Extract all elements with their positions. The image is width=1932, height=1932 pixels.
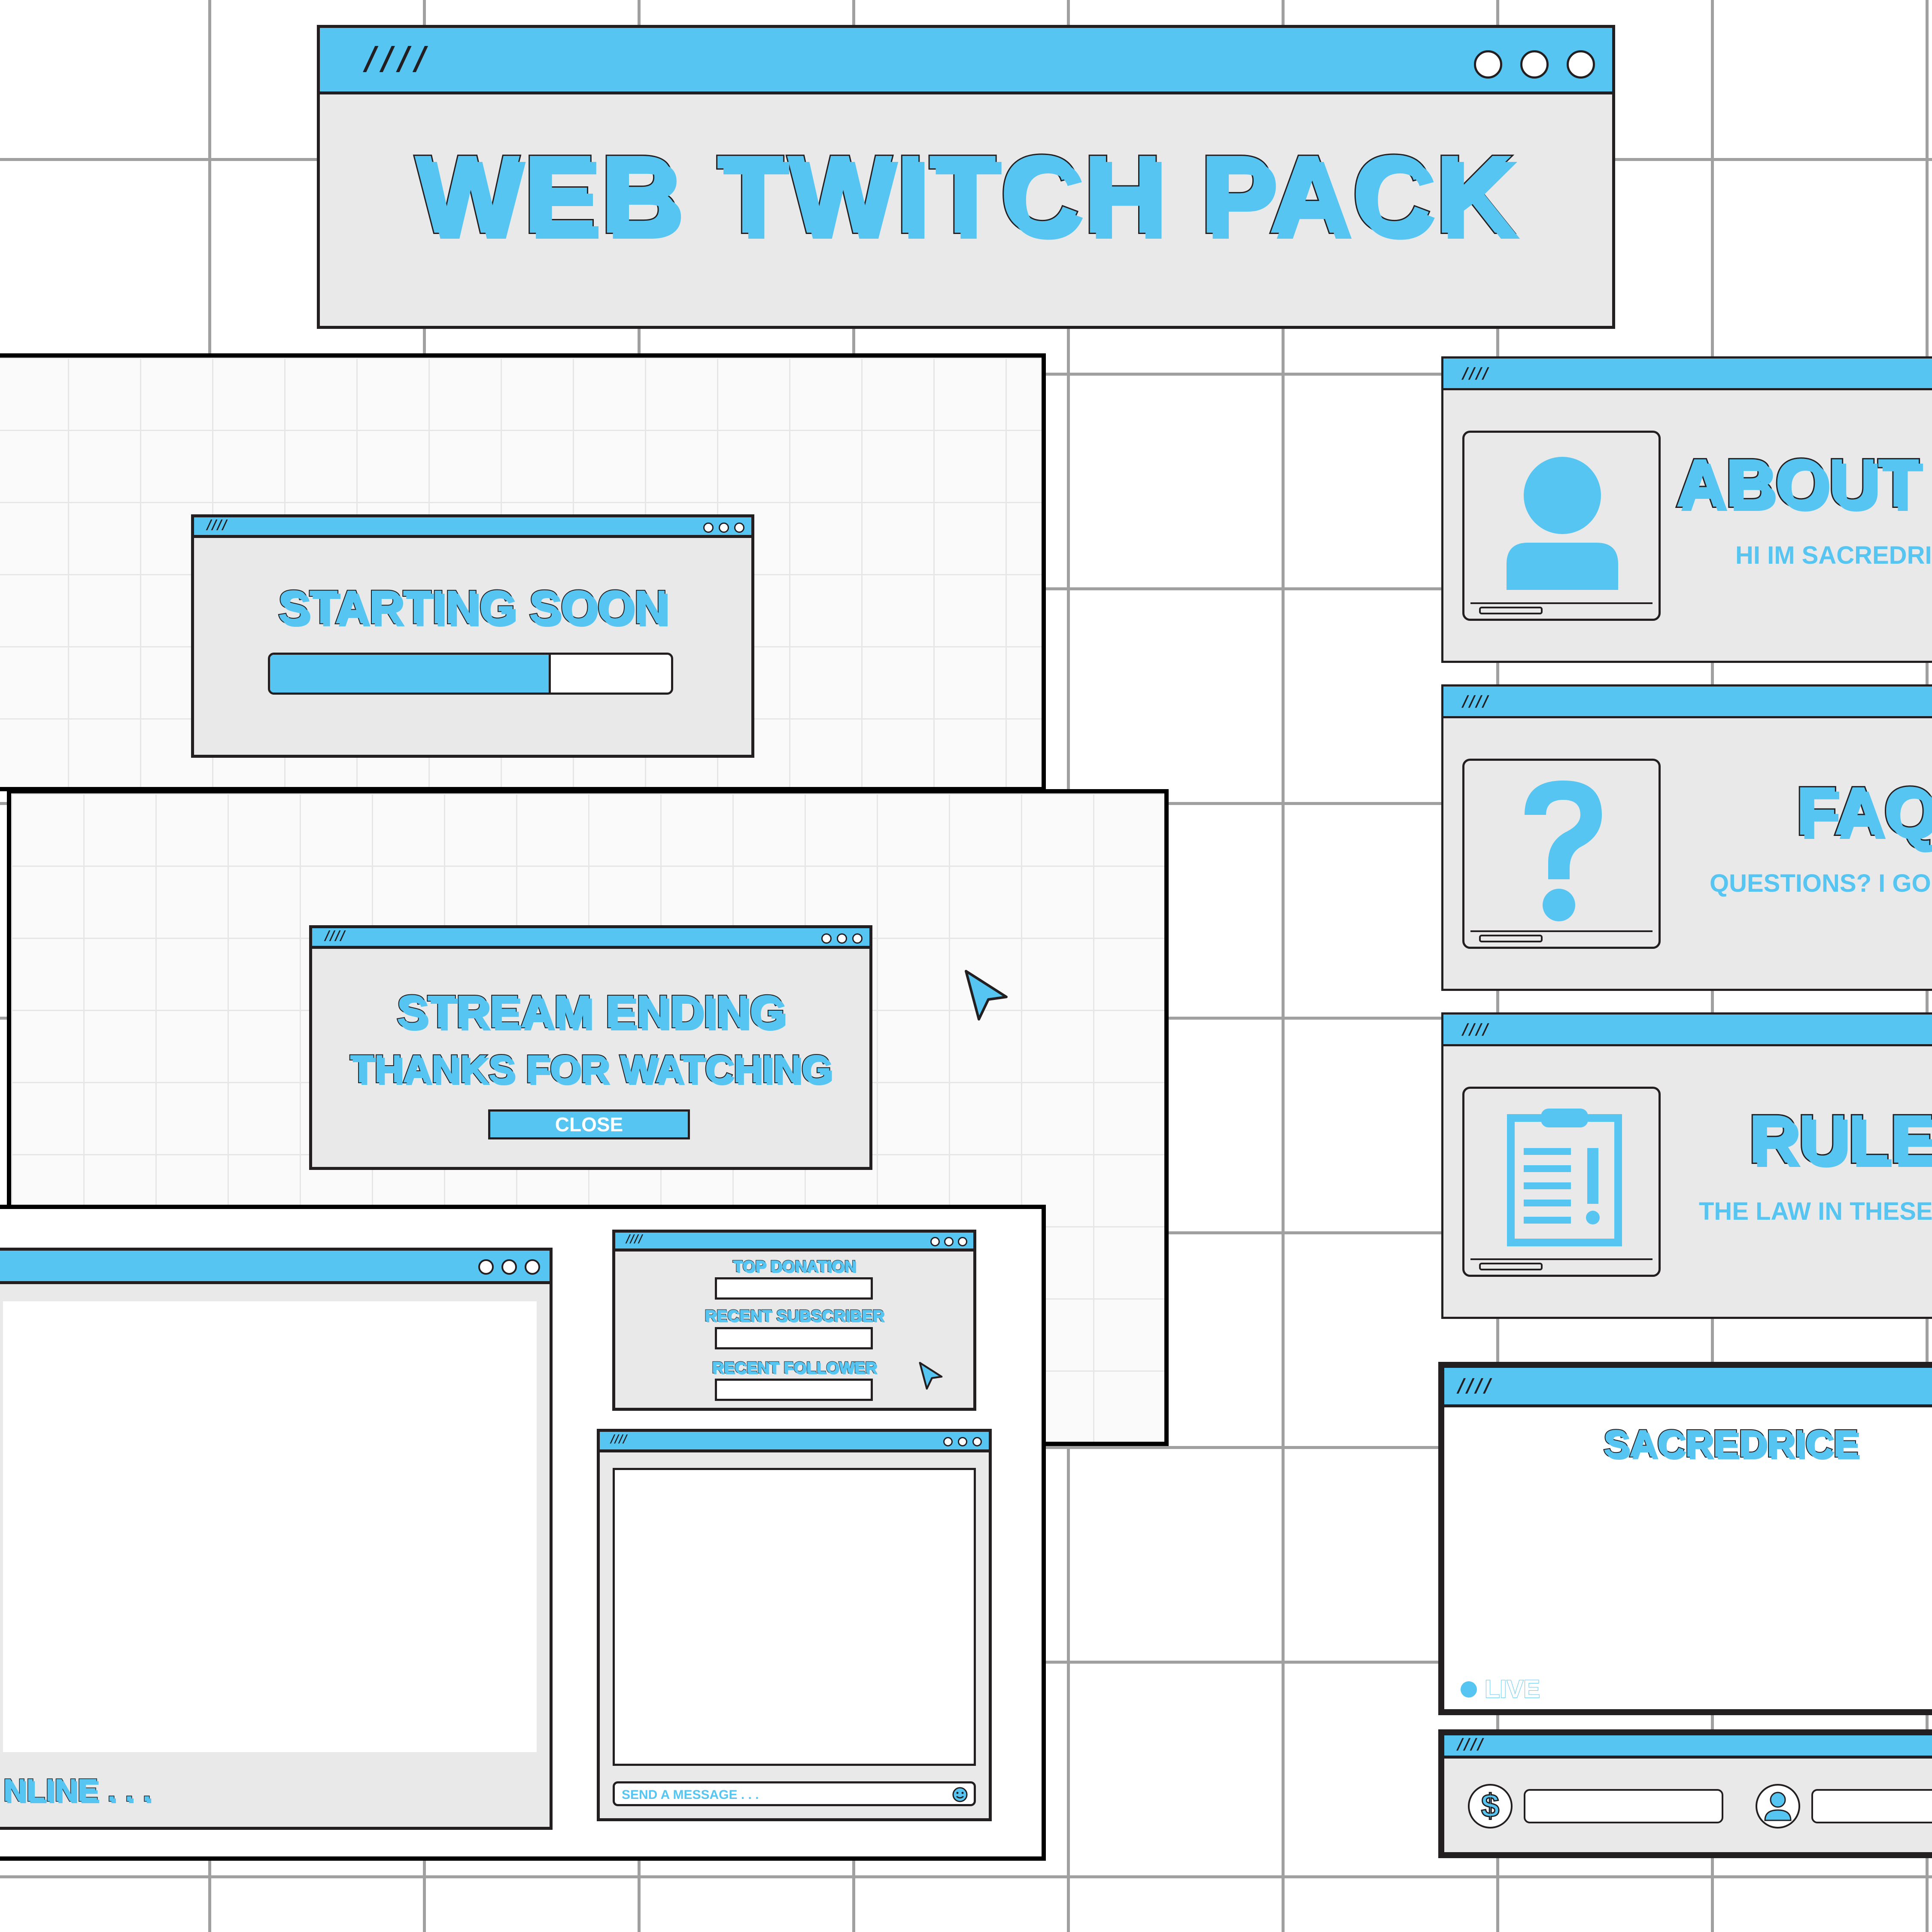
recent-follower-field (715, 1379, 873, 1401)
chat-input[interactable]: SEND A MESSAGE . . . (613, 1781, 976, 1806)
hatch-icon: //// (1455, 1735, 1485, 1753)
window-dots-icon[interactable] (943, 1437, 982, 1446)
svg-text:$: $ (1481, 1788, 1499, 1824)
cursor-icon (919, 1362, 943, 1390)
follower-field (1811, 1789, 1932, 1823)
progress-bar (268, 653, 673, 695)
about-title: ABOUT (1674, 444, 1921, 521)
webcam-window: NLINE . . . (0, 1248, 553, 1830)
stream-ending-scene: //// STREAM ENDING THANKS FOR WATCHING C… (7, 789, 1169, 1446)
window-dots-icon[interactable] (703, 522, 744, 533)
progress-fill (270, 655, 551, 693)
stream-ending-subtitle: THANKS FOR WATCHING (349, 1047, 833, 1091)
question-icon (1525, 781, 1602, 921)
faq-title: FAQ (1794, 772, 1932, 849)
user-icon (1756, 1784, 1800, 1829)
chat-placeholder: SEND A MESSAGE . . . (622, 1788, 759, 1802)
starting-soon-window: //// STARTING SOON (191, 514, 754, 758)
profile-window: //// SACREDRICE LIVE (1438, 1362, 1932, 1715)
starting-soon-title: STARTING SOON (277, 581, 669, 634)
hatch-icon: //// (323, 928, 346, 943)
hatch-icon: //// (1461, 365, 1490, 382)
cursor-icon (965, 970, 1008, 1021)
donation-bar-window: //// $ (1438, 1729, 1932, 1858)
title-bar: //// (320, 28, 1612, 94)
faq-thumbnail (1462, 759, 1661, 949)
close-button[interactable]: CLOSE (488, 1109, 690, 1139)
stream-ending-title: STREAM ENDING (395, 985, 786, 1037)
rules-thumbnail (1462, 1087, 1661, 1277)
alert-label-recent-follower: RECENT FOLLOWER (711, 1359, 877, 1377)
main-title: WEB TWITCH PACK (413, 132, 1518, 257)
window-dots-icon[interactable] (478, 1259, 540, 1275)
panel-rules: //// RULES THE LAW IN THESE (1441, 1012, 1932, 1319)
top-donation-field (715, 1277, 873, 1300)
overlay-scene: NLINE . . . //// TOP DONATION RECENT SUB… (0, 1205, 1046, 1861)
about-subtitle: HI IM SACREDRI (1735, 541, 1932, 569)
window-dots-icon[interactable] (930, 1237, 967, 1246)
hatch-icon: //// (625, 1233, 644, 1245)
smiley-icon[interactable] (951, 1786, 969, 1803)
chat-messages (613, 1468, 976, 1766)
window-dots-icon[interactable] (1474, 50, 1595, 79)
alerts-window: //// TOP DONATION RECENT SUBSCRIBER RECE… (612, 1230, 976, 1411)
rules-title: RULES (1747, 1100, 1932, 1177)
hatch-icon: //// (609, 1433, 629, 1446)
dollar-icon: $ (1468, 1784, 1513, 1829)
profile-name: SACREDRICE (1602, 1422, 1859, 1465)
webcam-status: NLINE . . . (2, 1772, 152, 1808)
close-button-label: CLOSE (555, 1113, 623, 1136)
donation-field (1524, 1789, 1723, 1823)
rules-subtitle: THE LAW IN THESE (1699, 1197, 1932, 1225)
title-window: //// WEB TWITCH PACK (317, 25, 1615, 329)
hatch-icon: //// (1455, 1375, 1493, 1397)
alert-label-top-donation: TOP DONATION (732, 1258, 856, 1276)
live-indicator: LIVE (1461, 1677, 1540, 1702)
stream-ending-window: //// STREAM ENDING THANKS FOR WATCHING C… (309, 925, 872, 1170)
live-dot-icon (1461, 1681, 1477, 1698)
hatch-icon: //// (1461, 693, 1490, 710)
hatch-icon: //// (1461, 1021, 1490, 1038)
faq-subtitle: QUESTIONS? I GO (1710, 869, 1931, 897)
alert-label-recent-subscriber: RECENT SUBSCRIBER (704, 1307, 884, 1325)
recent-subscriber-field (715, 1327, 873, 1349)
hatch-icon: //// (205, 517, 228, 532)
starting-soon-scene: //// STARTING SOON (0, 353, 1046, 791)
about-thumbnail (1462, 431, 1661, 621)
hatch-icon: //// (361, 40, 430, 77)
window-dots-icon[interactable] (821, 933, 863, 944)
chat-window: //// SEND A MESSAGE . . . (597, 1429, 992, 1821)
panel-about: //// ABOUT HI IM SACREDRI (1441, 356, 1932, 663)
clipboard-alert-icon (1507, 1109, 1622, 1246)
user-icon (1507, 457, 1618, 590)
panel-faq: //// FAQ QUESTIONS? I GO (1441, 684, 1932, 991)
live-label: LIVE (1484, 1675, 1540, 1703)
webcam-area (3, 1301, 537, 1752)
